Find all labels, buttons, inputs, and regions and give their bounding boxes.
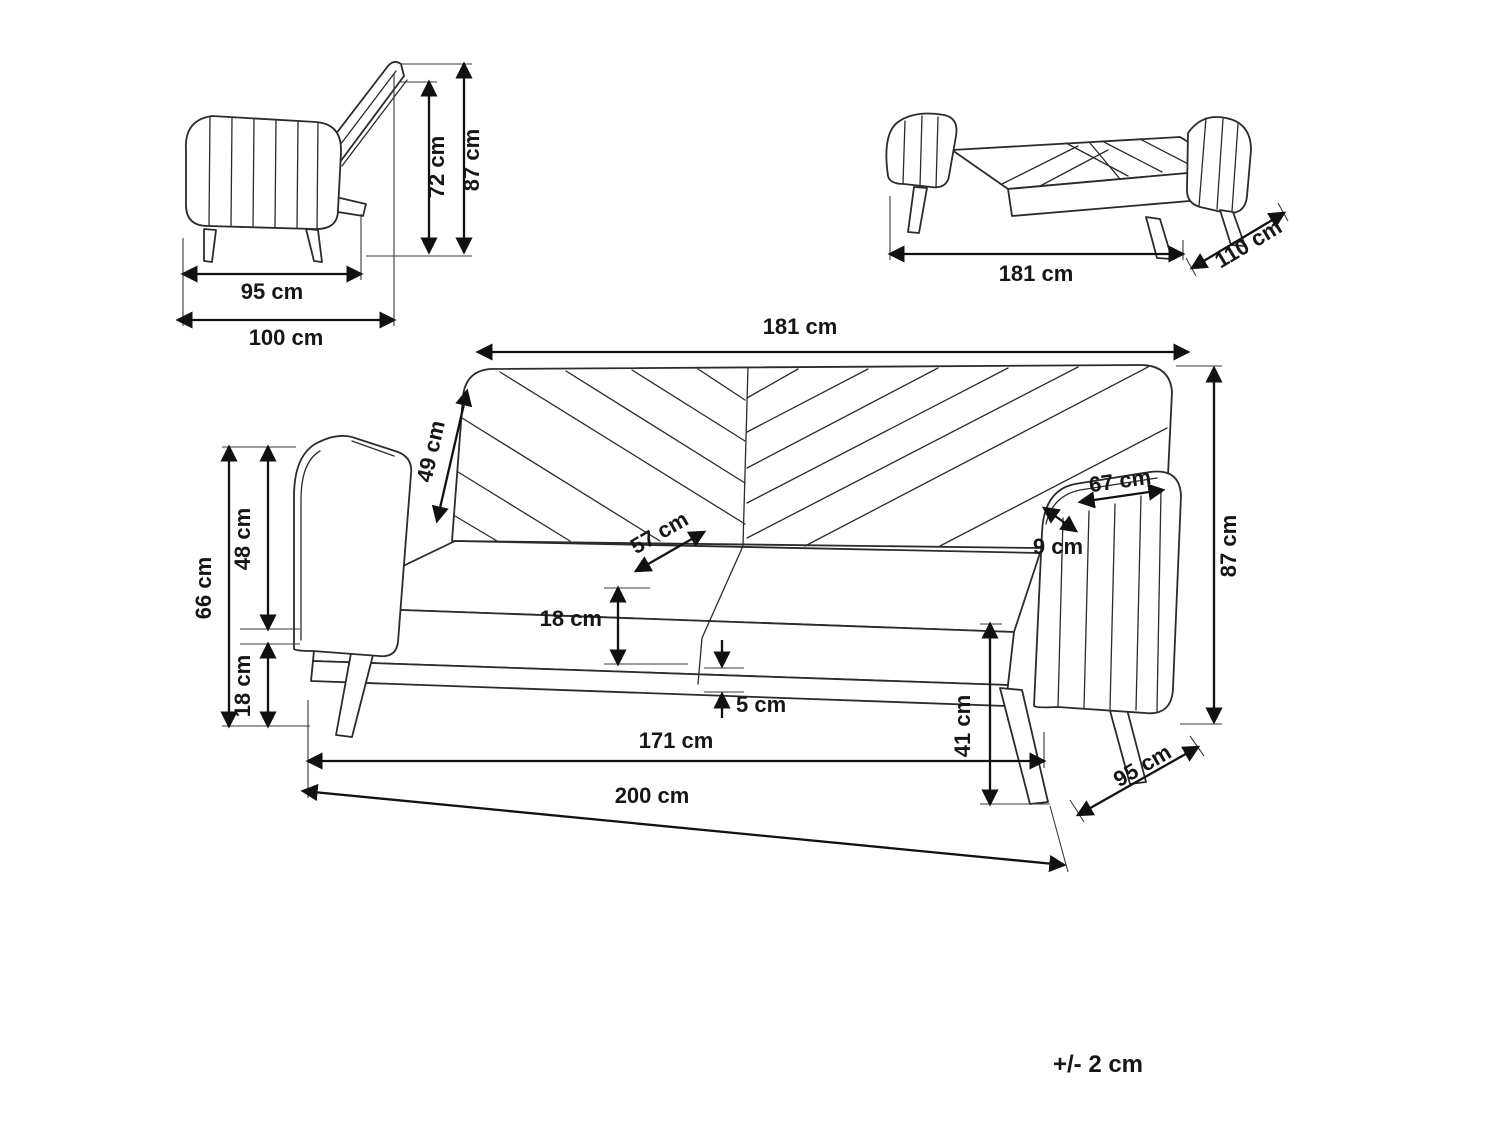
bed-deck-seam [1089,142,1121,180]
bed-leg-left [907,186,928,234]
dim-front-armrest-height: 66 cm [191,444,238,729]
bed-view: 181 cm 110 cm [885,112,1289,286]
dim-side-backrest-open-height: 72 cm [420,79,449,255]
dim-label-front-171: 171 cm [639,728,714,753]
dim-label-front-200: 200 cm [615,783,690,808]
dim-front-base-frame-height: 18 cm [230,641,277,729]
bed-right-armrest [1186,116,1252,214]
dim-label-side-87: 87 cm [459,129,484,191]
side-leg-back [305,228,323,263]
dim-label-front-18-mid: 18 cm [540,606,602,631]
side-seat-hinge [337,197,367,217]
dim-side-total-depth: 100 cm [175,311,397,350]
side-backrest-inner-line [330,70,408,167]
bed-left-armrest-piping [902,115,939,189]
front-backrest-seam [742,366,749,546]
tolerance-note: +/- 2 cm [1053,1051,1143,1078]
dim-label-side-72: 72 cm [424,136,449,198]
dim-label-side-95: 95 cm [241,279,303,304]
dim-label-front-18-left: 18 cm [230,655,255,717]
front-backrest [451,364,1173,559]
front-left-armrest-contours [300,440,395,641]
dim-side-total-height: 87 cm [455,61,484,255]
dim-label-front-95: 95 cm [1109,739,1176,792]
dim-label-front-49: 49 cm [411,418,449,484]
dim-front-armrest-thickness: 9 cm [1033,506,1083,559]
dim-label-front-66: 66 cm [191,557,216,619]
dim-front-total-height: 87 cm [1205,365,1241,725]
side-body [185,115,342,230]
bed-right-armrest-piping [1198,117,1239,212]
dim-front-total-width: 200 cm [300,783,1067,873]
dim-front-inner-width: 171 cm [305,728,1047,770]
front-left-armrest [293,434,413,658]
dim-label-front-87: 87 cm [1216,515,1241,577]
front-right-armrest-channels [1057,489,1162,712]
dim-label-front-41: 41 cm [950,695,975,757]
dim-label-front-9: 9 cm [1033,534,1083,559]
dim-front-frame-gap: 5 cm [713,640,786,718]
dim-label-front-48: 48 cm [230,508,255,570]
front-seat-seam [697,545,744,685]
front-view: 181 cm 49 cm 57 cm 9 cm 67 cm 87 cm 66 c… [191,314,1241,873]
dim-side-seat-depth: 95 cm [180,265,364,304]
bed-leg-front-right [1145,216,1173,260]
dim-bed-depth: 110 cm [1189,211,1287,273]
dim-bed-length: 181 cm [887,245,1186,286]
dim-label-side-100: 100 cm [249,325,324,350]
dim-front-seat-height: 41 cm [950,621,999,807]
dim-front-arm-above-seat: 48 cm [230,444,277,632]
side-view: 72 cm 87 cm 95 cm 100 cm [175,61,484,350]
bed-deck-chevrons [1001,138,1197,187]
dim-front-backrest-width: 181 cm [475,314,1191,361]
dim-front-cushion-thickness: 18 cm [540,585,627,667]
side-body-piping [208,116,319,230]
side-leg-front [203,228,217,263]
dim-label-front-5: 5 cm [736,692,786,717]
dim-label-front-181: 181 cm [763,314,838,339]
dim-label-bed-181: 181 cm [999,261,1074,286]
dim-label-bed-110: 110 cm [1210,214,1286,273]
